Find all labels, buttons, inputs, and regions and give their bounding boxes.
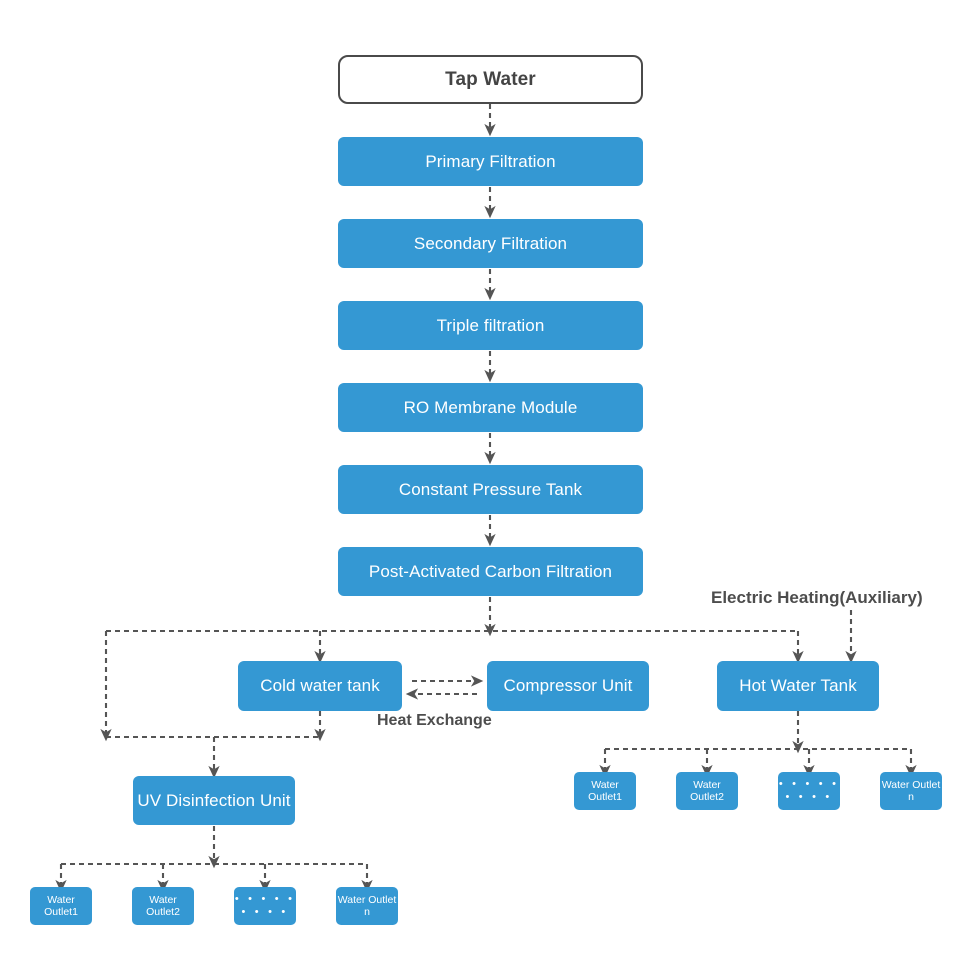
node-hot-water-tank-label: Hot Water Tank — [739, 676, 857, 696]
node-ro-membrane-module-label: RO Membrane Module — [403, 397, 578, 417]
node-hot-water-outlet-1-label: Water Outlet1 — [588, 778, 622, 803]
node-compressor-unit-label: Compressor Unit — [503, 676, 633, 696]
node-hot-water-outlet-n[interactable]: Water Outlet n — [880, 772, 942, 810]
node-post-activated-carbon-filtration[interactable]: Post-Activated Carbon Filtration — [338, 547, 643, 596]
node-cold-water-outlet-ellipsis-label: • • • • • • • • • — [234, 893, 296, 918]
node-hot-water-outlet-2-label: Water Outlet2 — [690, 778, 724, 803]
node-triple-filtration[interactable]: Triple filtration — [338, 301, 643, 350]
node-tap-water-label: Tap Water — [445, 68, 536, 90]
node-hot-water-outlet-ellipsis[interactable]: • • • • • • • • • — [778, 772, 840, 810]
node-triple-filtration-label: Triple filtration — [436, 315, 545, 335]
node-cold-water-outlet-2[interactable]: Water Outlet2 — [132, 887, 194, 925]
node-cold-water-outlet-1[interactable]: Water Outlet1 — [30, 887, 92, 925]
node-cold-water-outlet-ellipsis[interactable]: • • • • • • • • • — [234, 887, 296, 925]
node-hot-water-outlet-1[interactable]: Water Outlet1 — [574, 772, 636, 810]
node-uv-disinfection-unit[interactable]: UV Disinfection Unit — [133, 776, 295, 825]
node-cold-water-outlet-2-label: Water Outlet2 — [146, 893, 180, 918]
node-uv-disinfection-unit-label: UV Disinfection Unit — [137, 790, 291, 810]
node-cold-water-tank-label: Cold water tank — [260, 676, 380, 696]
node-hot-water-outlet-n-label: Water Outlet n — [881, 778, 941, 803]
node-tap-water[interactable]: Tap Water — [338, 55, 643, 104]
node-cold-water-outlet-n-label: Water Outlet n — [337, 893, 397, 918]
node-post-activated-carbon-filtration-label: Post-Activated Carbon Filtration — [368, 561, 613, 581]
node-compressor-unit[interactable]: Compressor Unit — [487, 661, 649, 711]
node-hot-water-outlet-2[interactable]: Water Outlet2 — [676, 772, 738, 810]
label-electric-heating-auxiliary: Electric Heating(Auxiliary) — [711, 588, 923, 607]
node-secondary-filtration-label: Secondary Filtration — [413, 233, 568, 253]
node-constant-pressure-tank-label: Constant Pressure Tank — [398, 479, 583, 499]
node-hot-water-tank[interactable]: Hot Water Tank — [717, 661, 879, 711]
node-primary-filtration[interactable]: Primary Filtration — [338, 137, 643, 186]
node-secondary-filtration[interactable]: Secondary Filtration — [338, 219, 643, 268]
node-cold-water-tank[interactable]: Cold water tank — [238, 661, 402, 711]
label-heat-exchange: Heat Exchange — [377, 712, 492, 729]
node-primary-filtration-label: Primary Filtration — [425, 151, 556, 171]
node-hot-water-outlet-ellipsis-label: • • • • • • • • • — [778, 778, 840, 803]
node-constant-pressure-tank[interactable]: Constant Pressure Tank — [338, 465, 643, 514]
node-ro-membrane-module[interactable]: RO Membrane Module — [338, 383, 643, 432]
node-cold-water-outlet-1-label: Water Outlet1 — [44, 893, 78, 918]
node-cold-water-outlet-n[interactable]: Water Outlet n — [336, 887, 398, 925]
